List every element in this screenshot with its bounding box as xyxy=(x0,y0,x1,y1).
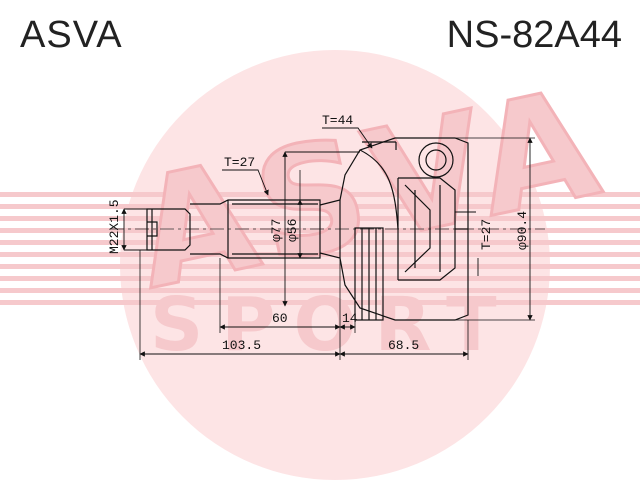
housing-dia-label: φ90.4 xyxy=(515,211,530,250)
shaft-teeth-leader xyxy=(222,169,269,196)
thread-label: M22X1.5 xyxy=(107,199,122,254)
watermark-sub-text: SPORT xyxy=(150,282,515,368)
seal-dia-label: φ77 xyxy=(269,219,284,242)
ring-len-label: 14 xyxy=(342,311,358,326)
hub-teeth-label: T=44 xyxy=(322,113,353,128)
spline-len-label: 60 xyxy=(272,311,288,326)
dimension-lines xyxy=(121,127,533,357)
total-right-label: 68.5 xyxy=(388,338,419,353)
part-number: NS-82A44 xyxy=(446,14,622,56)
extension-lines xyxy=(139,137,535,360)
shaft-dia-label: φ56 xyxy=(285,219,300,242)
shaft-teeth-label: T=27 xyxy=(224,155,255,170)
brand-name: ASVA xyxy=(20,14,123,56)
inner-teeth-label: T=27 xyxy=(479,219,494,250)
dimension-labels: M22X1.5 T=27 T=44 T=27 φ77 φ56 φ90.4 60 … xyxy=(107,113,530,353)
joint-outline xyxy=(146,137,469,321)
watermark: ASVA SPORT xyxy=(0,50,640,480)
hub-teeth-leader xyxy=(322,127,373,149)
total-left-label: 103.5 xyxy=(222,338,261,353)
